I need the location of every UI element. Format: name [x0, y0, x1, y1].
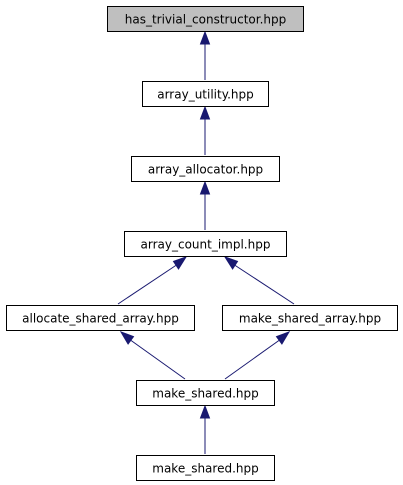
node-label: allocate_shared_array.hpp [22, 312, 179, 326]
node-label: array_count_impl.hpp [141, 238, 271, 252]
edge-allocate-shared-array-to-array-count-impl [117, 256, 188, 305]
node-label: has_trivial_constructor.hpp [125, 13, 286, 27]
node-array-count-impl[interactable]: array_count_impl.hpp [124, 231, 287, 257]
edge-make-shared-to-allocate-shared-array [119, 331, 186, 380]
node-make-shared-array[interactable]: make_shared_array.hpp [222, 305, 398, 331]
edge-array-allocator-to-array-utility [199, 105, 211, 155]
edge-array-count-impl-to-array-allocator [199, 180, 211, 230]
node-make-shared-bottom[interactable]: make_shared.hpp [136, 455, 275, 481]
node-array-utility[interactable]: array_utility.hpp [142, 81, 269, 107]
node-make-shared[interactable]: make_shared.hpp [136, 380, 275, 406]
edge-make-shared-bottom-to-make-shared [199, 404, 211, 454]
node-label: array_allocator.hpp [148, 163, 263, 177]
edge-make-shared-to-make-shared-array [224, 331, 291, 380]
edges [117, 30, 295, 454]
edge-make-shared-array-to-array-count-impl [223, 256, 295, 305]
node-label: make_shared.hpp [152, 462, 258, 476]
edge-array-utility-to-has-trivial-constructor [199, 30, 211, 80]
node-label: make_shared_array.hpp [239, 312, 381, 326]
node-allocate-shared-array[interactable]: allocate_shared_array.hpp [6, 305, 195, 331]
nodes: has_trivial_constructor.hpp array_utilit… [6, 6, 398, 481]
node-label: make_shared.hpp [152, 387, 258, 401]
node-label: array_utility.hpp [157, 88, 254, 102]
node-has-trivial-constructor[interactable]: has_trivial_constructor.hpp [107, 6, 304, 32]
node-array-allocator[interactable]: array_allocator.hpp [131, 156, 280, 182]
